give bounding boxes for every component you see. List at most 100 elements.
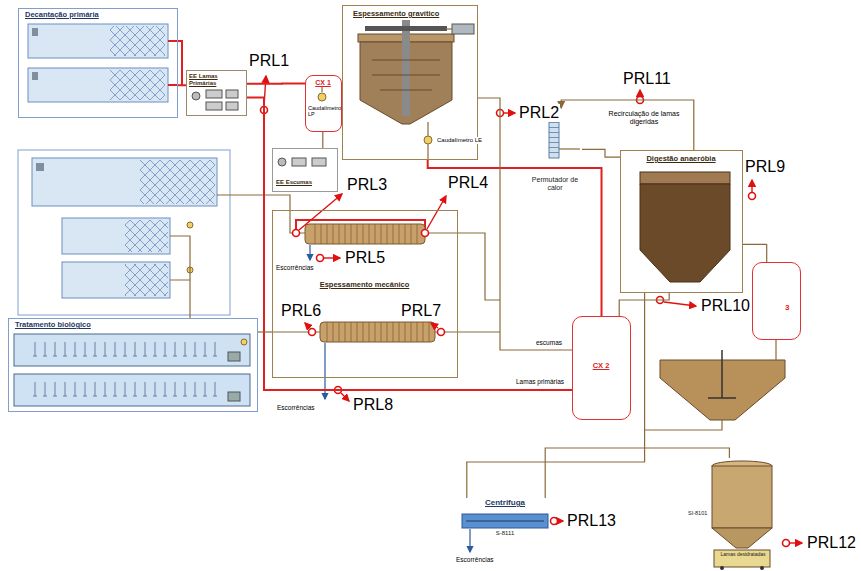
callout-markers-part (664, 302, 696, 306)
pump-symbols-part (278, 158, 286, 166)
callout-number: PRL4 (447, 174, 489, 192)
mechanical-thickener-drums-part (320, 322, 435, 342)
sludge-storage-tank (644, 340, 785, 430)
pump-symbols-part (312, 158, 326, 166)
process-area: Espessamento mecânico (272, 210, 458, 378)
callout-markers-part (558, 520, 563, 521)
callout-markers-part (305, 323, 310, 328)
equipment-label: SI-8101Lamas desidratadas (688, 458, 780, 571)
flow-line (561, 100, 694, 150)
biological-tanks-part (30, 340, 220, 362)
callout-markers-part (438, 329, 445, 336)
box-title: Espessamento mecânico (273, 281, 456, 290)
gravity-thickener-part (402, 20, 410, 116)
flow-label: Recirculação de lamas digeridas (604, 110, 684, 125)
primary-sludge-line-part (168, 41, 182, 85)
flow-line (428, 160, 602, 316)
flow-line (466, 293, 645, 498)
gravity-thickener-part (446, 28, 452, 29)
callout-number: PRL2 (518, 104, 560, 122)
flow-line (247, 83, 305, 85)
heat-exchanger-part (559, 148, 580, 149)
flow-line (247, 98, 572, 390)
secondary-treatment-box-part (125, 264, 168, 296)
callout-number: PRL8 (352, 396, 394, 414)
mechanical-thickener-drums-part (305, 224, 425, 244)
centrifuge-part (462, 514, 548, 528)
box-text: S-8111 (450, 530, 560, 537)
mechanical-thickener-drums-part (309, 245, 310, 260)
callout-markers-part (324, 257, 340, 258)
pump-symbols-part (226, 102, 238, 110)
gravity-thickener-part (365, 26, 447, 31)
equipment-label: CentrifugaS-8111 (450, 498, 562, 546)
box-title: Digestão anaeróbia (621, 155, 741, 164)
flow-line (178, 84, 186, 86)
box-title: Decantação primária (25, 11, 175, 20)
mechanical-thickener-drums-part (310, 224, 420, 244)
callout-markers-part (293, 230, 300, 237)
anaerobic-digester-part (640, 172, 730, 184)
mechanical-thickener-drums-part (325, 322, 430, 342)
biological-tanks-part (14, 334, 250, 366)
flowmeter-symbol-part (321, 86, 322, 92)
box-title: CX 2 (573, 362, 629, 371)
primary-settling-tanks-part (28, 24, 168, 58)
gravity-thickener (358, 20, 474, 124)
box-title: EE Escumas (276, 179, 336, 186)
pump-station: EE Lamas Primárias (186, 70, 247, 116)
secondary-treatment-box-part (62, 218, 170, 254)
callout-number: PRL11 (622, 70, 672, 88)
callout-number: PRL10 (700, 297, 751, 315)
pump-symbols-part (206, 102, 222, 110)
box-title: EE Lamas Primárias (189, 73, 245, 87)
flow-label: Lamas primárias (515, 378, 565, 385)
secondary-treatment-box-part (18, 150, 230, 315)
process-area: Tratamento biológico (8, 318, 258, 412)
pump-station: EE Escumas (272, 148, 338, 192)
callout-markers-part (317, 255, 324, 262)
flowmeter-symbol-part (424, 136, 432, 144)
biological-tanks-part (241, 339, 247, 345)
gravity-thickener-part (452, 24, 474, 34)
gravity-thickener-part (372, 60, 440, 90)
note-text: Escorrências (455, 556, 495, 563)
chamber-box: 3 (752, 262, 801, 340)
flow-line (478, 98, 572, 350)
secondary-treatment-box-part (187, 222, 193, 228)
primary-settling-tanks-part (110, 26, 165, 56)
note-text: Escorrências (275, 264, 315, 271)
box-title: 3 (785, 303, 799, 312)
sludge-storage-tank-part (644, 340, 776, 430)
sludge-silo-part (714, 550, 770, 567)
sludge-silo-part (712, 528, 772, 548)
sludge-silo-part (712, 466, 772, 528)
box-text: Lamas desidratadas (716, 552, 770, 558)
pump-symbols-part (226, 90, 238, 98)
callout-markers-part (783, 540, 790, 547)
sludge-silo (712, 461, 772, 570)
callout-markers-part (749, 193, 756, 200)
secondary-treatment-box-part (140, 160, 215, 204)
chamber-box: CX 2 (572, 316, 631, 420)
callout-markers-part (422, 230, 429, 237)
process-area: Digestão anaeróbia (620, 150, 743, 293)
callout-markers-part (341, 393, 349, 401)
biological-tanks-part (30, 380, 220, 402)
callout-number: PRL5 (344, 249, 386, 267)
note-text: Escorrências (276, 404, 316, 411)
primary-settling-tanks-part (28, 68, 168, 102)
secondary-treatment-box-part (170, 195, 305, 318)
sludge-silo-part (720, 566, 724, 570)
callout-markers-part (551, 518, 558, 525)
callout-number: PRL12 (806, 534, 857, 552)
callout-number: PRL1 (248, 52, 290, 70)
sludge-storage-tank-part (708, 350, 736, 398)
mechanical-thickener-drums (272, 220, 500, 399)
box-title: Espessamento gravítico (353, 10, 473, 19)
primary-settling-tanks-part (32, 72, 38, 80)
callout-number: PRL9 (744, 158, 786, 176)
flow-line (582, 149, 620, 157)
anaerobic-digester (640, 172, 730, 282)
